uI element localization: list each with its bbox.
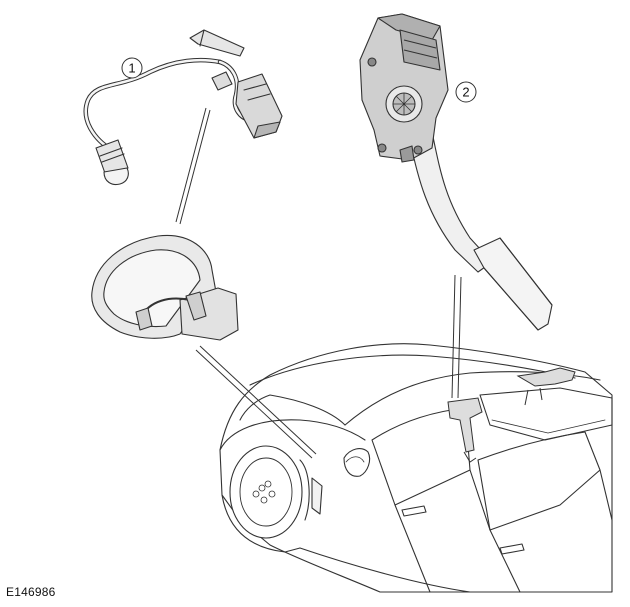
rear-door-handle	[499, 543, 525, 555]
wing-vent	[311, 477, 323, 515]
figure-reference-code: E146986	[6, 585, 56, 599]
leader-harness-to-mirror-1	[175, 107, 207, 223]
vehicle-door-mirror	[343, 448, 371, 477]
leader-pedal-to-car-1	[451, 274, 456, 399]
harness-clip	[189, 29, 245, 57]
callout-2: 2	[455, 81, 477, 103]
wheel-hub	[252, 480, 276, 504]
vehicle-sunroof	[479, 387, 613, 441]
vehicle-illustration	[219, 343, 613, 593]
front-door-handle	[401, 505, 427, 517]
leader-mirror-to-car-1	[195, 349, 313, 459]
vehicle-roof-line	[249, 354, 576, 386]
door-mirror-detail	[91, 234, 239, 341]
vehicle-rear-window	[477, 431, 601, 531]
front-wheel	[229, 445, 303, 539]
vehicle-front-wing	[219, 419, 366, 451]
harness-wire	[83, 57, 223, 153]
vehicle-windscreen	[239, 394, 346, 426]
leader-pedal-to-car-2	[457, 276, 462, 399]
pedal-location-marker	[447, 397, 483, 463]
harness-location-marker	[516, 367, 576, 406]
callout-2-label: 2	[462, 85, 469, 100]
sensor-harness-part	[83, 29, 283, 186]
leader-lines	[175, 107, 462, 459]
accelerator-pedal-part	[359, 13, 553, 331]
callout-1-label: 1	[128, 61, 135, 76]
leader-harness-to-mirror-2	[179, 109, 211, 225]
pedal-cover-plate	[399, 29, 441, 71]
callout-1: 1	[121, 57, 143, 79]
pedal-pad	[473, 237, 553, 331]
leader-mirror-to-car-2	[199, 345, 317, 455]
